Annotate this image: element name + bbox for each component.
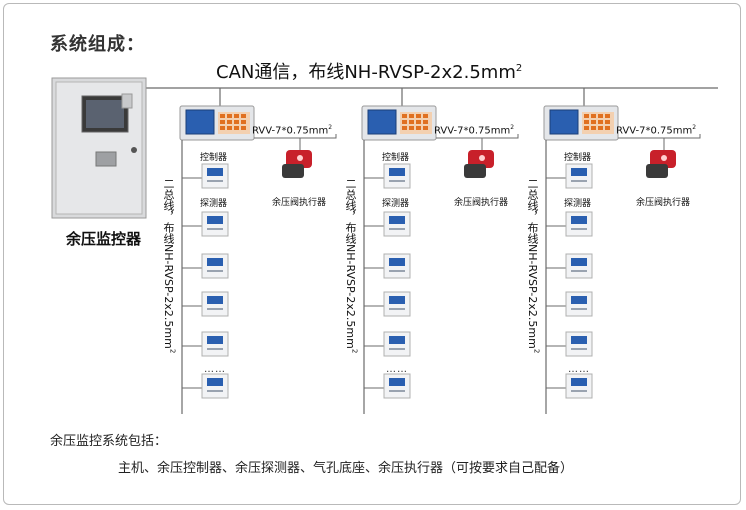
actuator-label-3: 余压阀执行器 — [636, 198, 691, 208]
detector-3-4 — [546, 291, 593, 317]
detector-3-2 — [546, 211, 593, 237]
detector-2-1 — [364, 163, 411, 189]
detector-1-4 — [182, 291, 229, 317]
detector-2-5 — [364, 331, 411, 357]
more-detectors-1: …… — [204, 364, 226, 375]
monitor-cabinet — [51, 77, 147, 219]
detector-3-6 — [546, 373, 593, 399]
section-title: 系统组成： — [50, 34, 145, 55]
more-detectors-2: …… — [386, 364, 408, 375]
summary-title: 余压监控系统包括： — [50, 434, 168, 449]
detector-1-3 — [182, 253, 229, 279]
actuator-label-2: 余压阀执行器 — [454, 198, 509, 208]
detector-label-3: 探测器 — [564, 199, 592, 209]
detector-1-5 — [182, 331, 229, 357]
controller-label-3: 控制器 — [564, 153, 592, 163]
detector-2-3 — [364, 253, 411, 279]
detector-label-1: 探测器 — [200, 199, 228, 209]
controller-2 — [361, 105, 437, 141]
rvv-label-2: RVV-7*0.75mm2 — [434, 124, 515, 137]
rvv-line-2 — [436, 134, 519, 139]
controller-1 — [179, 105, 255, 141]
rvv-line-1 — [254, 134, 337, 139]
branch-label-2: 二总线，布线NH-RVSP-2x2.5mm2 — [344, 178, 359, 354]
actuator-label-1: 余压阀执行器 — [272, 198, 327, 208]
detector-1-2 — [182, 211, 229, 237]
actuator-1 — [282, 150, 312, 178]
rvv-label-3: RVV-7*0.75mm2 — [616, 124, 697, 137]
detector-1-6 — [182, 373, 229, 399]
detector-1-1 — [182, 163, 229, 189]
branch-label-1: 二总线，布线NH-RVSP-2x2.5mm2 — [162, 178, 177, 354]
controller-label-2: 控制器 — [382, 153, 410, 163]
rvv-line-3 — [618, 134, 701, 139]
detector-3-1 — [546, 163, 593, 189]
actuator-2 — [464, 150, 494, 178]
diagram-frame — [3, 3, 741, 505]
monitor-label: 余压监控器 — [66, 230, 142, 248]
detector-label-2: 探测器 — [382, 199, 410, 209]
detector-2-4 — [364, 291, 411, 317]
rvv-label-1: RVV-7*0.75mm2 — [252, 124, 333, 137]
controller-3 — [543, 105, 619, 141]
more-detectors-3: …… — [568, 364, 590, 375]
detector-2-6 — [364, 373, 411, 399]
can-bus-label: CAN通信，布线NH-RVSP-2x2.5mm2 — [216, 62, 523, 83]
controller-label-1: 控制器 — [200, 153, 228, 163]
detector-3-5 — [546, 331, 593, 357]
detector-group — [182, 163, 593, 399]
branch-label-3: 二总线，布线NH-RVSP-2x2.5mm2 — [526, 178, 541, 354]
detector-3-3 — [546, 253, 593, 279]
actuator-3 — [646, 150, 676, 178]
summary-body: 主机、余压控制器、余压探测器、气孔底座、余压执行器（可按要求自己配备） — [118, 461, 574, 476]
detector-2-2 — [364, 211, 411, 237]
